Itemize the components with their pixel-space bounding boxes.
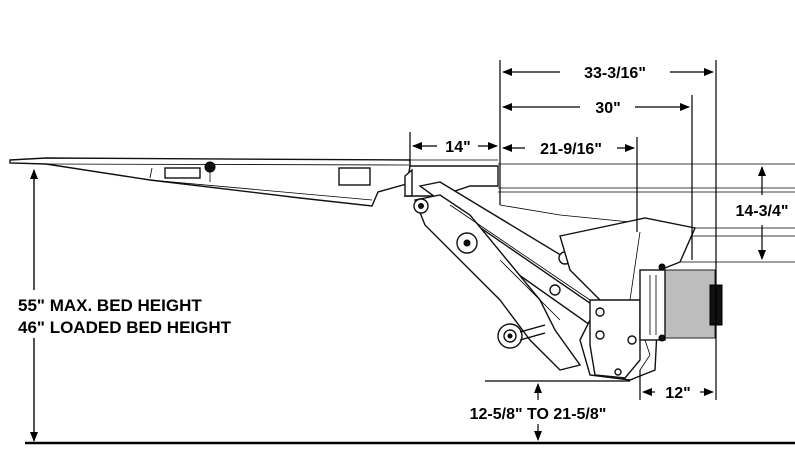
truck-frame [498, 60, 795, 263]
rear-clearance-text: 12" [665, 385, 690, 402]
platform [9, 157, 498, 207]
pump-motor-unit [639, 263, 723, 371]
dimension-ground-clearance: 12-5/8" TO 21-5/8" [452, 380, 630, 441]
dimension-overall-width: 33-3/16" [502, 60, 717, 400]
handle-knob-icon [204, 161, 216, 173]
roller [497, 323, 546, 349]
overall-width-text: 33-3/16" [584, 65, 646, 82]
frame-height-text: 14-3/4" [736, 203, 789, 220]
platform-extension-text: 14" [445, 139, 470, 156]
loaded-bed-height-label: 46" LOADED BED HEIGHT [18, 318, 232, 337]
dimension-reach: 21-9/16" [502, 137, 638, 232]
frame-width-text: 30" [595, 100, 620, 117]
max-bed-height-label: 55" MAX. BED HEIGHT [18, 296, 202, 315]
reach-text: 21-9/16" [540, 141, 602, 158]
ground-clearance-text: 12-5/8" TO 21-5/8" [470, 406, 607, 423]
dimension-platform-extension: 14" [409, 132, 498, 162]
dimension-frame-height: 14-3/4" [722, 166, 795, 260]
bed-height-dimension: 55" MAX. BED HEIGHT 46" LOADED BED HEIGH… [15, 169, 275, 442]
lift-housing [559, 217, 696, 381]
dimension-frame-width: 30" [502, 95, 693, 260]
dimension-rear-clearance: 12" [639, 370, 714, 402]
